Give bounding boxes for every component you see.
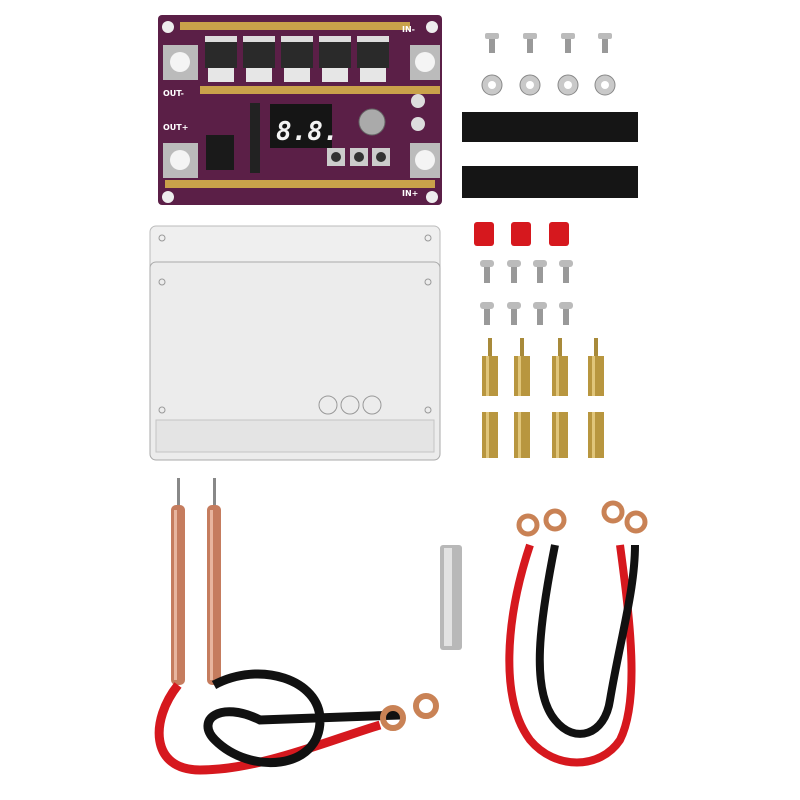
- ring-terminal: [516, 513, 540, 537]
- button-2[interactable]: [354, 152, 364, 162]
- label-out-plus: OUT+: [163, 123, 188, 132]
- label-in-plus: IN+: [402, 189, 418, 198]
- insulating-tape-1: [462, 112, 638, 142]
- battery-cables: [505, 500, 648, 767]
- mosfet: [319, 36, 351, 82]
- button-1[interactable]: [331, 152, 341, 162]
- led-display: [270, 104, 332, 148]
- washer: [557, 74, 579, 96]
- washer: [519, 74, 541, 96]
- brass-standoff: [552, 338, 568, 396]
- mosfet: [205, 36, 237, 82]
- screw: [507, 302, 521, 325]
- red-pen-cable: [154, 682, 382, 775]
- ring-terminal: [601, 500, 625, 524]
- inductor: [206, 135, 234, 170]
- mosfet: [357, 36, 389, 82]
- heatsink-bar-bottom: [165, 180, 435, 188]
- label-in-minus: IN-: [402, 25, 415, 34]
- button-3[interactable]: [376, 152, 386, 162]
- screw: [480, 260, 494, 283]
- label-out-minus: OUT-: [163, 89, 184, 98]
- ring-terminal: [543, 508, 567, 532]
- red-battery-cable: [505, 543, 636, 767]
- red-terminal-cap: [549, 222, 569, 246]
- control-buttons: [327, 148, 390, 166]
- heatsink-bar-middle: [200, 86, 440, 94]
- screw: [533, 260, 547, 283]
- ring-terminal: [380, 705, 406, 731]
- mosfet: [281, 36, 313, 82]
- welding-pens: [154, 478, 439, 775]
- mounting-holes: [162, 21, 440, 203]
- brass-standoff: [482, 412, 498, 458]
- welding-pen-2: [207, 478, 221, 685]
- mosfet: [243, 36, 275, 82]
- screw: [507, 260, 521, 283]
- ring-terminal: [624, 510, 648, 534]
- red-terminal-cap: [474, 222, 494, 246]
- nickel-strip-roll: [440, 545, 462, 650]
- screw: [559, 302, 573, 325]
- screw: [598, 33, 612, 53]
- insulating-tape-2: [462, 166, 638, 198]
- ic-chip: [250, 103, 260, 173]
- black-battery-cable: [535, 544, 639, 738]
- brass-standoff: [588, 338, 604, 396]
- capacitor: [358, 108, 386, 136]
- brass-standoff: [482, 338, 498, 396]
- screw: [523, 33, 537, 53]
- spot-welder-pcb: 8.8. IN- IN+ OUT- OUT+: [158, 15, 442, 205]
- washer: [594, 74, 616, 96]
- brass-standoff: [588, 412, 604, 458]
- red-terminal-cap: [511, 222, 531, 246]
- screw: [559, 260, 573, 283]
- brass-standoff: [514, 412, 530, 458]
- heatsink-bar-top: [180, 22, 410, 30]
- display-readout: 8.8.: [276, 117, 339, 147]
- brass-standoff: [514, 338, 530, 396]
- black-pen-cable: [203, 669, 401, 768]
- welding-pen-1: [171, 478, 185, 685]
- screw: [485, 33, 499, 53]
- brass-standoff: [552, 412, 568, 458]
- screw: [561, 33, 575, 53]
- ring-terminal: [413, 693, 439, 719]
- acrylic-case-plates: [149, 225, 441, 461]
- washer: [481, 74, 503, 96]
- screw: [533, 302, 547, 325]
- screw: [480, 302, 494, 325]
